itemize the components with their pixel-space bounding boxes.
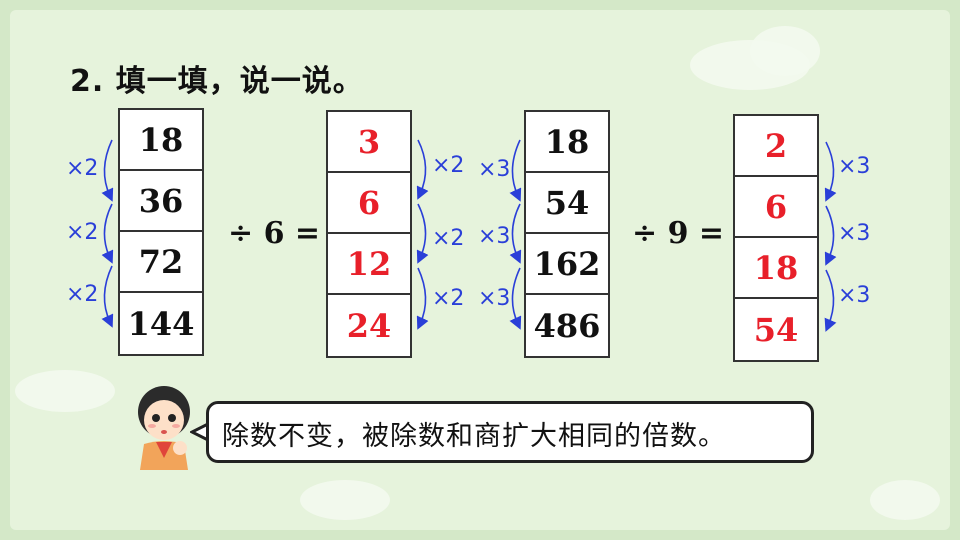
divide-by-six-label: ÷ 6 = (228, 216, 321, 251)
table-cell: 144 (127, 304, 195, 343)
divide-by-nine-label: ÷ 9 = (632, 216, 725, 251)
curved-arrow-icon (101, 265, 114, 328)
question-title: 2. 填一填，说一说。 (70, 64, 364, 99)
boy-avatar-icon (138, 386, 190, 470)
cloud-decoration (15, 370, 115, 412)
curved-arrow-icon (509, 139, 522, 202)
multiplier-label: ×3 (478, 224, 511, 249)
multiplier-label: ×2 (66, 282, 99, 307)
curved-arrow-icon (101, 203, 114, 264)
table-cell: 18 (120, 110, 202, 171)
cloud-decoration (750, 26, 820, 76)
curved-arrow-icon (416, 203, 429, 264)
curved-arrow-icon (101, 139, 114, 202)
answer-cell: 3 (328, 112, 410, 173)
multiplier-label: ×3 (478, 157, 511, 182)
table-cell: 54 (526, 173, 608, 234)
cloud-decoration (870, 480, 940, 520)
answer-cell: 6 (735, 177, 817, 238)
table-cell: 486 (533, 306, 601, 345)
cloud-decoration (300, 480, 390, 520)
answer-cell: 24 (346, 306, 392, 345)
curved-arrow-icon (824, 141, 837, 202)
table-dividend-1: 18 36 72 144 (118, 108, 204, 356)
table-cell: 162 (526, 234, 608, 295)
answer-cell: 12 (328, 234, 410, 295)
multiplier-label: ×3 (838, 221, 871, 246)
multiplier-label: ×2 (432, 153, 465, 178)
answer-cell: 18 (735, 238, 817, 299)
multiplier-label: ×2 (432, 286, 465, 311)
table-cell: 72 (120, 232, 202, 293)
multiplier-label: ×2 (66, 156, 99, 181)
multiplier-label: ×3 (838, 283, 871, 308)
multiplier-label: ×3 (838, 154, 871, 179)
table-dividend-2: 18 54 162 486 (524, 110, 610, 358)
curved-arrow-icon (416, 267, 429, 330)
table-cell: 18 (526, 112, 608, 173)
multiplier-label: ×2 (66, 220, 99, 245)
curved-arrow-icon (509, 267, 522, 330)
answer-cell: 54 (753, 310, 799, 349)
answer-cell: 6 (328, 173, 410, 234)
curved-arrow-icon (509, 203, 522, 264)
curved-arrow-icon (824, 205, 837, 266)
multiplier-label: ×3 (478, 286, 511, 311)
answer-cell: 2 (735, 116, 817, 177)
speech-text: 除数不变，被除数和商扩大相同的倍数。 (222, 421, 726, 452)
table-quotient-2: 2 6 18 54 (733, 114, 819, 362)
curved-arrow-icon (416, 139, 429, 200)
table-cell: 36 (120, 171, 202, 232)
table-quotient-1: 3 6 12 24 (326, 110, 412, 358)
curved-arrow-icon (824, 269, 837, 332)
speech-bubble (206, 401, 814, 463)
multiplier-label: ×2 (432, 226, 465, 251)
